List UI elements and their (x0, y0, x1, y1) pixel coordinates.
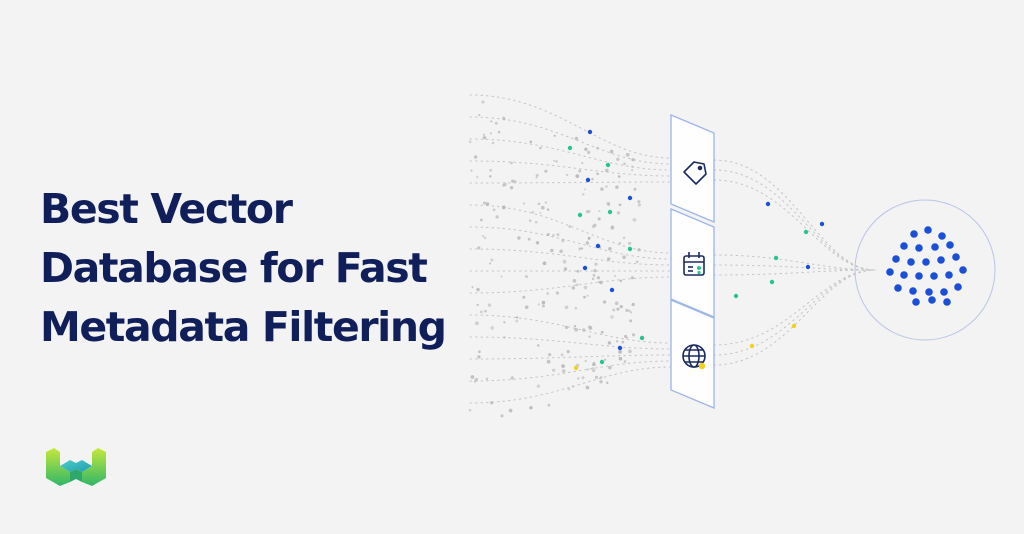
weaviate-logo-icon (46, 448, 106, 486)
headline-line-2: Database for Fast (40, 244, 428, 292)
calendar-icon (683, 252, 705, 276)
filter-panel-tag (670, 114, 715, 223)
headline-line-3: Metadata Filtering (40, 303, 447, 351)
flow-lines (469, 94, 876, 404)
filter-panel-calendar (670, 208, 715, 318)
headline-line-1: Best Vector (40, 185, 293, 233)
headline: Best Vector Database for Fast Metadata F… (40, 180, 447, 357)
result-circle (854, 199, 996, 341)
globe-icon (682, 344, 706, 368)
filter-panel-globe (670, 299, 715, 409)
dot-cloud (468, 100, 825, 418)
result-cluster (886, 226, 967, 306)
tag-icon (683, 161, 707, 185)
